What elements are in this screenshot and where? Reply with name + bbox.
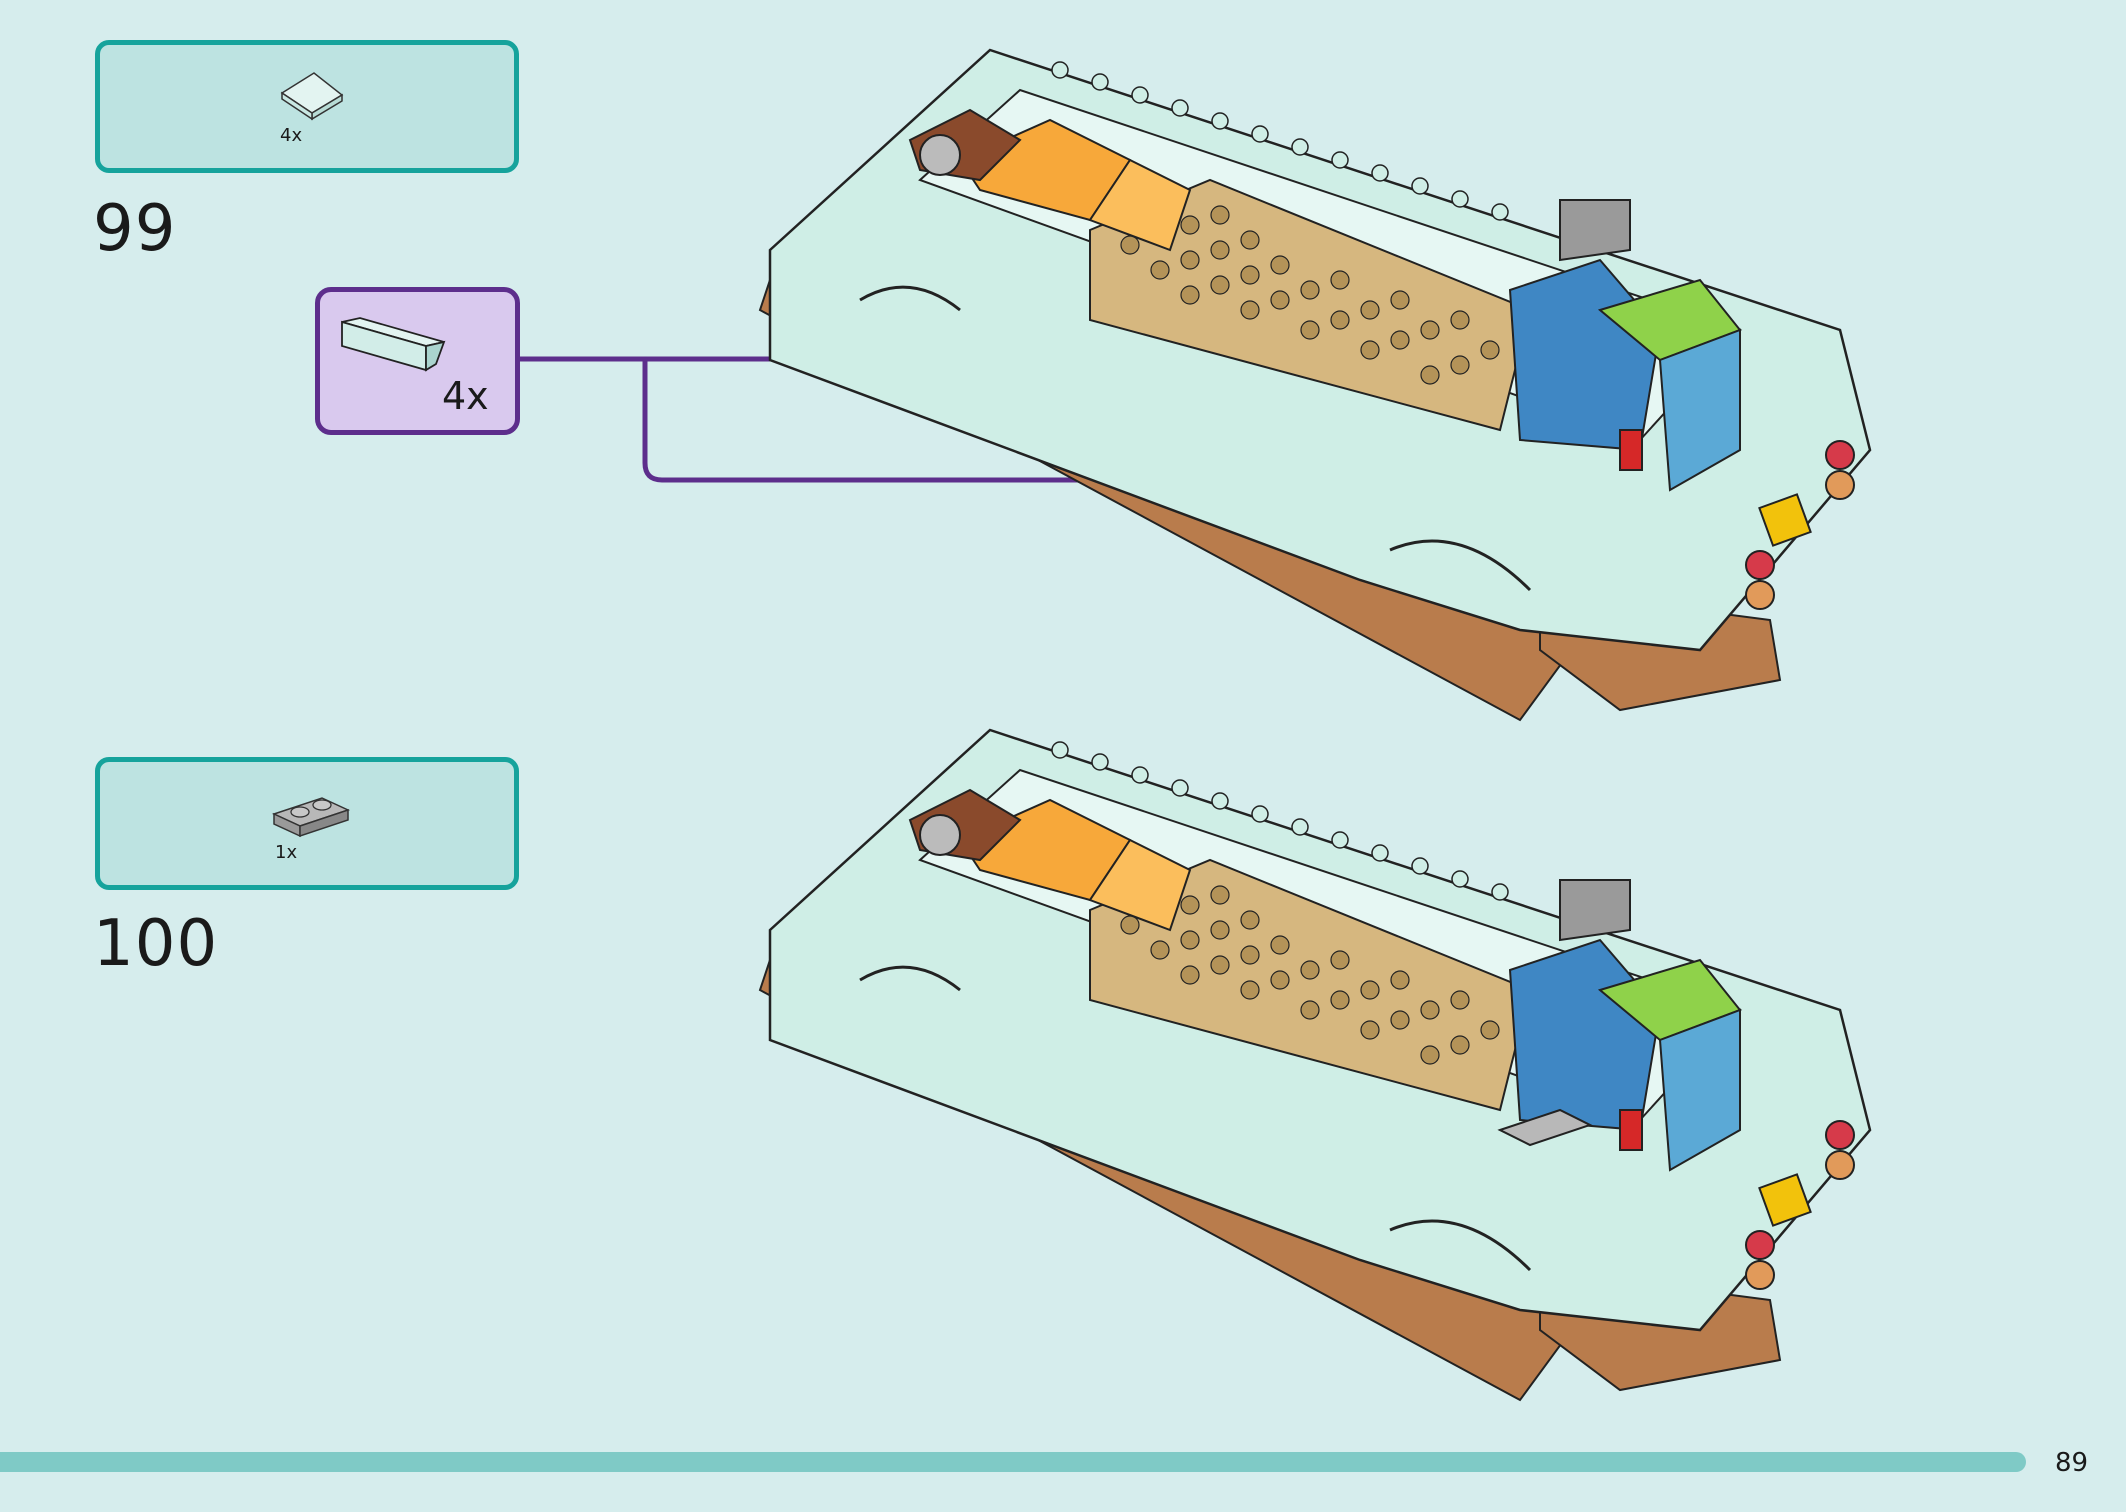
page-number: 89 <box>2055 1448 2089 1478</box>
callout-qty: 4x <box>442 374 489 418</box>
vehicle-illustration-step-99 <box>758 48 1872 722</box>
parts-box-step-100: 1x <box>95 757 519 890</box>
vehicle-illustration-step-100 <box>758 728 1872 1402</box>
slope-tile-icon <box>280 72 344 121</box>
parts-qty-step-100: 1x <box>275 842 298 863</box>
footer-progress-bar <box>0 1452 2026 1472</box>
parts-qty-step-99: 4x <box>280 125 303 146</box>
parts-box-step-99: 4x <box>95 40 519 173</box>
step-number-99: 99 <box>93 192 177 266</box>
step-number-100: 100 <box>93 907 219 981</box>
plate-1x2-icon <box>271 797 351 838</box>
slope-brick-icon <box>341 317 446 372</box>
callout-box-step-99: 4x <box>315 287 520 435</box>
